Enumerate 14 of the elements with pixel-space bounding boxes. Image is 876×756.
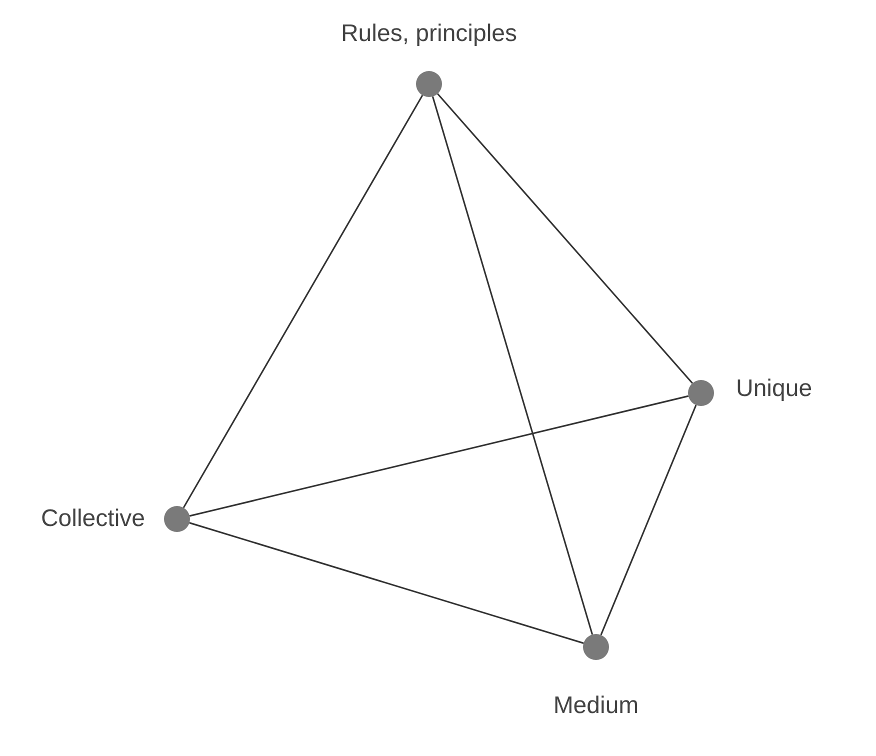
connector-line xyxy=(436,93,694,384)
connector-line xyxy=(189,522,584,644)
node-label: Unique xyxy=(736,375,812,403)
node-label: Medium xyxy=(553,692,639,720)
connector-line xyxy=(432,96,594,635)
node-dot xyxy=(583,634,609,660)
node-label: Rules, principles xyxy=(340,20,518,48)
connector-line xyxy=(189,395,689,517)
node-dot xyxy=(164,506,190,532)
node-dot xyxy=(416,71,442,97)
node-dot xyxy=(688,380,714,406)
node-label: Collective xyxy=(40,505,145,533)
connector-line xyxy=(600,404,697,636)
connector-line xyxy=(182,94,424,508)
